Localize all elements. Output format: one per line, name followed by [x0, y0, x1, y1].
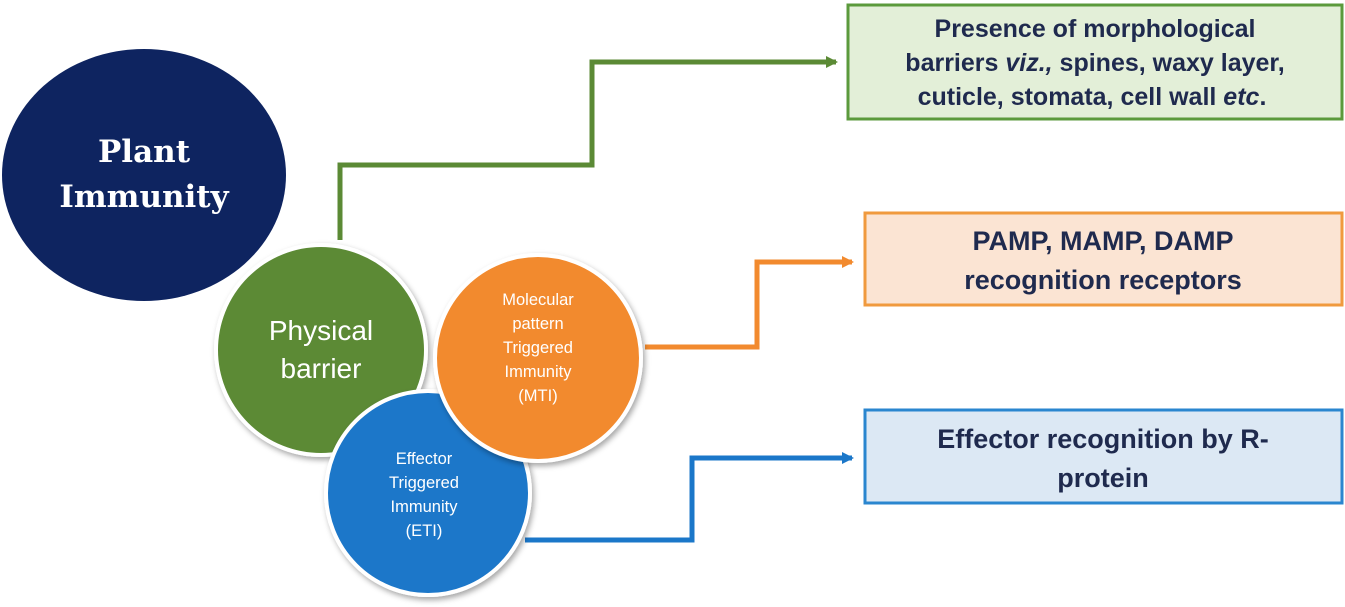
- eti-line1: Effector: [396, 450, 453, 468]
- mti-line3: Triggered: [503, 339, 573, 357]
- plant-immunity-line1: Plant: [98, 134, 191, 170]
- pattern-receptors-line1: PAMP, MAMP, DAMP: [972, 226, 1233, 256]
- mti-line4: Immunity: [505, 363, 573, 381]
- effector-recognition-rect: [863, 408, 1344, 505]
- physical-barrier-line1: Physical: [269, 315, 373, 346]
- physical-barrier-line2: barrier: [281, 353, 362, 384]
- effector-recognition-line2: protein: [1057, 463, 1149, 493]
- orange-connector-arrow: [645, 256, 854, 350]
- mti-line5: (MTI): [518, 387, 557, 405]
- pattern-receptors-box: PAMP, MAMP, DAMP recognition receptors: [863, 211, 1344, 307]
- eti-line2: Triggered: [389, 474, 459, 492]
- pattern-receptors-rect: [863, 211, 1344, 307]
- plant-immunity-node: Plant Immunity: [2, 49, 286, 301]
- eti-line4: (ETI): [406, 522, 443, 540]
- morphological-line1: Presence of morphological: [935, 15, 1256, 43]
- eti-line3: Immunity: [391, 498, 459, 516]
- morphological-line3-a: cuticle, stomata, cell wall: [918, 83, 1224, 111]
- physical-barrier-circle: [214, 243, 428, 457]
- plant-immunity-line2: Immunity: [59, 179, 229, 215]
- mti-circle: [433, 253, 643, 463]
- morphological-line2-a: barriers: [905, 49, 1005, 77]
- plant-immunity-circle: [2, 49, 286, 301]
- morphological-line2-viz: viz.,: [1005, 49, 1052, 77]
- green-connector-arrow: [337, 56, 838, 240]
- blue-connector-arrow: [525, 452, 854, 543]
- morphological-line2: barriers viz., spines, waxy layer,: [905, 49, 1284, 77]
- effector-recognition-box: Effector recognition by R- protein: [863, 408, 1344, 505]
- physical-barrier-node: Physical barrier: [214, 243, 428, 457]
- mti-line2: pattern: [512, 315, 563, 333]
- morphological-line3: cuticle, stomata, cell wall etc.: [918, 83, 1267, 111]
- mti-line1: Molecular: [502, 291, 574, 309]
- morphological-barriers-box: Presence of morphological barriers viz.,…: [846, 3, 1344, 121]
- mti-node: Molecular pattern Triggered Immunity (MT…: [433, 253, 643, 463]
- morphological-line3-c: .: [1259, 83, 1266, 111]
- morphological-line2-c: spines, waxy layer,: [1053, 49, 1285, 77]
- morphological-barriers-rect: [846, 3, 1344, 121]
- effector-recognition-line1: Effector recognition by R-: [937, 424, 1269, 454]
- morphological-line3-etc: etc: [1223, 83, 1259, 111]
- pattern-receptors-line2: recognition receptors: [964, 265, 1242, 295]
